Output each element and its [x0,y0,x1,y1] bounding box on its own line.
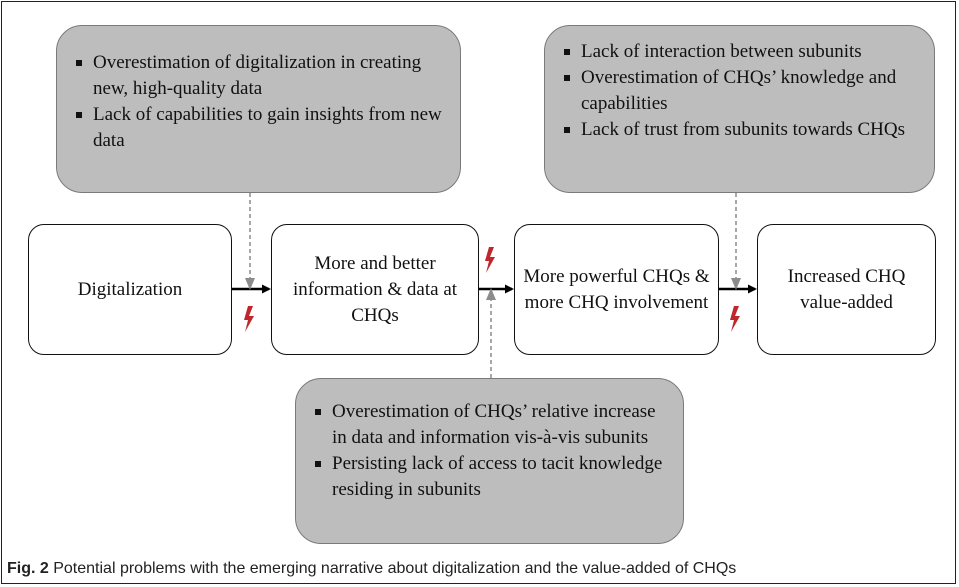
problem-box-digitalization: Overestimation of digitalization in crea… [56,25,461,193]
problem-box-chq-involvement: Lack of interaction between subunits Ove… [544,25,935,193]
problem-item: Overestimation of CHQs’ relative increas… [312,399,669,451]
problem-list: Overestimation of digitalization in crea… [73,50,442,154]
lightning-icon [244,306,254,332]
problem-list: Overestimation of CHQs’ relative increas… [312,399,669,503]
problem-item: Overestimation of digitalization in crea… [73,50,442,102]
problem-box-information-data: Overestimation of CHQs’ relative increas… [295,378,684,544]
problem-item: Lack of interaction between subunits [561,39,920,65]
problem-item: Persisting lack of access to tacit knowl… [312,451,669,503]
node-information-data: More and better information & data at CH… [271,224,479,355]
problem-item: Lack of capabilities to gain insights fr… [73,102,442,154]
node-digitalization: Digitalization [28,224,232,355]
node-value-added: Increased CHQ value-added [757,224,936,355]
problem-item: Lack of trust from subunits towards CHQs [561,117,920,143]
problem-item: Overestimation of CHQs’ knowledge and ca… [561,65,920,117]
lightning-icon [730,306,740,332]
caption-label: Fig. 2 [7,560,49,577]
problem-list: Lack of interaction between subunits Ove… [561,39,920,143]
lightning-icon [485,247,495,273]
figure-caption: Fig. 2 Potential problems with the emerg… [7,560,952,578]
node-chq-involvement: More powerful CHQs & more CHQ involvemen… [514,224,719,355]
caption-text: Potential problems with the emerging nar… [53,560,737,577]
